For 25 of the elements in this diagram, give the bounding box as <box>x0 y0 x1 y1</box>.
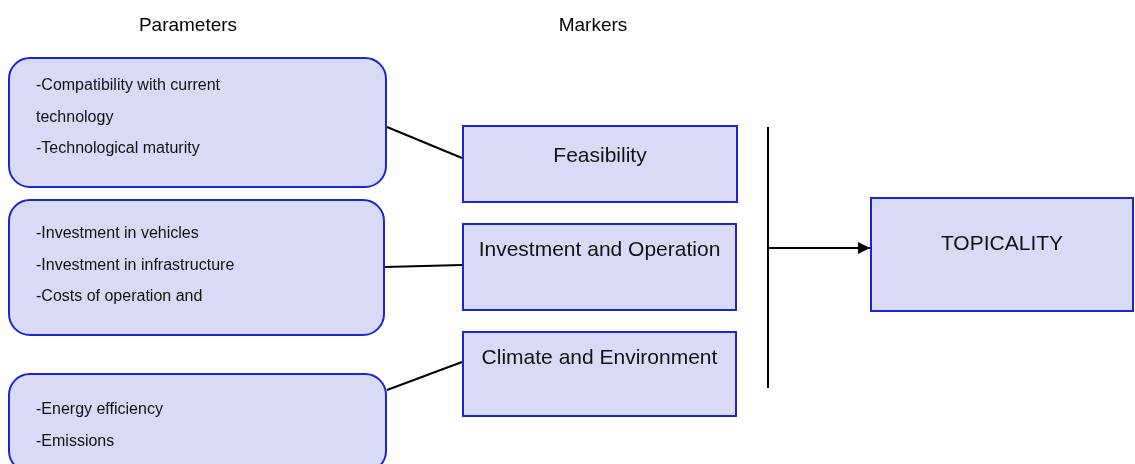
connector-line <box>386 126 463 159</box>
list-item: -Emissions <box>36 430 116 451</box>
parameter-box <box>8 199 385 336</box>
box-label: Feasibility <box>552 142 648 168</box>
box-label: Investment and Operation <box>477 236 722 262</box>
parameter-box <box>8 373 387 464</box>
box-label: Climate and Environment <box>480 344 719 370</box>
column-heading: Markers <box>558 14 628 36</box>
list-item: -Compatibility with current technology <box>36 75 222 127</box>
connector-line <box>384 264 463 268</box>
divider-bar <box>767 127 769 388</box>
marker-box <box>462 331 737 417</box>
connector-line <box>386 361 463 391</box>
marker-box <box>462 125 738 203</box>
column-heading: Parameters <box>138 14 238 36</box>
list-item: -Investment in vehicles <box>36 223 200 243</box>
parameter-box <box>8 57 387 188</box>
box-label: TOPICALITY <box>939 230 1065 256</box>
list-item: -Costs of operation and <box>36 286 204 306</box>
list-item: -Energy efficiency <box>36 399 164 419</box>
list-item: -Technological maturity <box>36 138 201 158</box>
result-box <box>870 197 1134 312</box>
list-item: -Investment in infrastructure <box>36 254 236 275</box>
marker-box <box>462 223 737 311</box>
arrow <box>768 242 871 254</box>
